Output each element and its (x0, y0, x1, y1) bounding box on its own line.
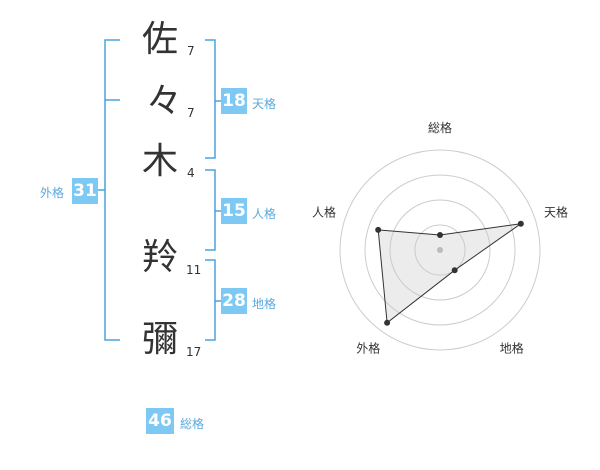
radar-point (437, 232, 443, 238)
radar-axis-label: 天格 (544, 204, 568, 219)
radar-point (375, 226, 382, 233)
tenkaku-label: 天格 (252, 97, 277, 111)
name-char-2: 々 (146, 81, 183, 122)
chikaku-badge: 28 (221, 288, 247, 314)
soukaku-label: 総格 (180, 417, 205, 431)
radar-data-polygon (377, 223, 522, 324)
gaikaku-label: 外格 (40, 186, 65, 200)
jinkaku-badge: 15 (221, 198, 247, 224)
stroke-count-5: 17 (186, 345, 202, 359)
name-char-1: 佐 (142, 19, 179, 60)
radar-point (384, 319, 391, 326)
tenkaku-bracket (205, 39, 216, 159)
radar-ring (389, 199, 491, 301)
radar-axis-label: 人格 (312, 204, 336, 219)
name-char-5: 彌 (142, 319, 179, 360)
jinkaku-label: 人格 (252, 207, 277, 221)
radar-center-dot (437, 247, 443, 253)
radar-axis-label: 地格 (500, 341, 524, 356)
radar-ring (364, 174, 516, 326)
stroke-count-2: 7 (187, 106, 195, 120)
radar-ring (414, 224, 466, 276)
radar-axis-label: 外格 (356, 341, 380, 356)
gaikaku-badge: 31 (72, 178, 98, 204)
tenkaku-badge: 18 (221, 88, 247, 114)
radar-point (451, 267, 458, 274)
stroke-count-4: 11 (186, 263, 202, 277)
soukaku-badge: 46 (146, 408, 174, 434)
radar-axis-label: 総格 (428, 120, 452, 135)
chikaku-label: 地格 (252, 297, 277, 311)
name-char-3: 木 (142, 141, 179, 182)
stroke-count-1: 7 (187, 44, 195, 58)
chikaku-bracket (205, 259, 216, 341)
radar-point (517, 220, 524, 227)
jinkaku-bracket (205, 169, 216, 251)
stroke-count-3: 4 (187, 166, 195, 180)
name-char-4: 羚 (142, 237, 179, 278)
